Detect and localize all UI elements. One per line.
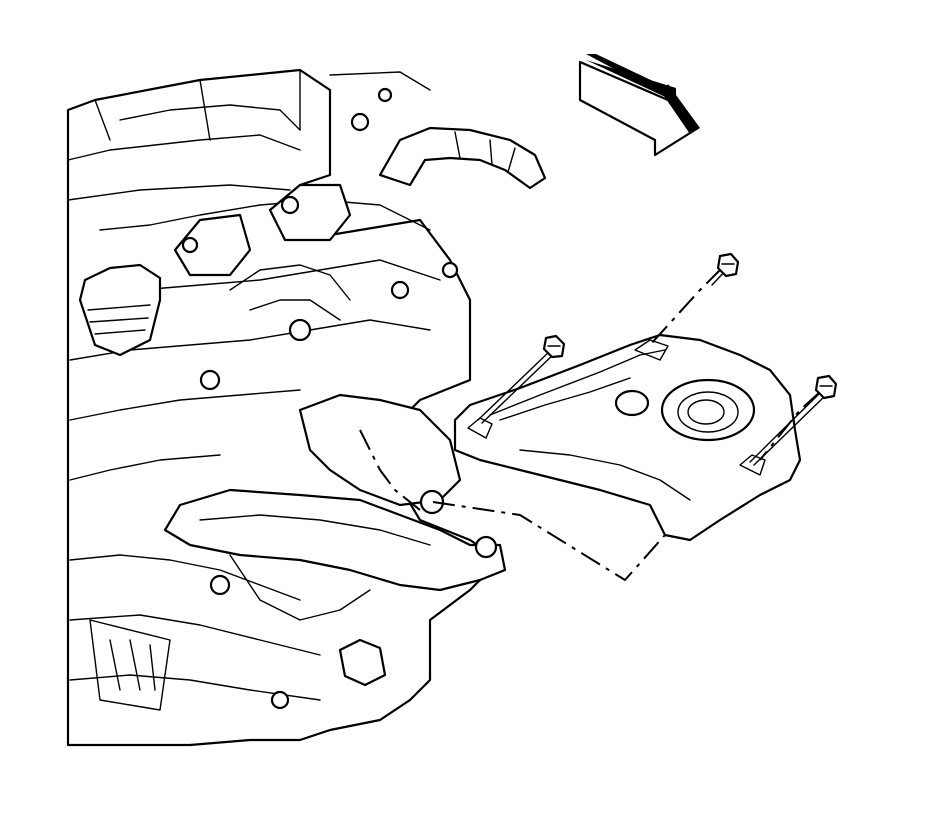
- alignment-lines: [359, 267, 821, 582]
- bolt-3: [749, 374, 838, 466]
- valve-cover: [78, 183, 459, 391]
- vacuum-hose: [329, 71, 547, 190]
- bolt-2: [711, 252, 740, 286]
- heat-shield: [453, 333, 802, 542]
- bolt-1: [477, 334, 566, 424]
- exhaust-manifold: [163, 393, 507, 710]
- view-direction-arrow-icon: [578, 54, 700, 157]
- engine-block: [66, 68, 502, 747]
